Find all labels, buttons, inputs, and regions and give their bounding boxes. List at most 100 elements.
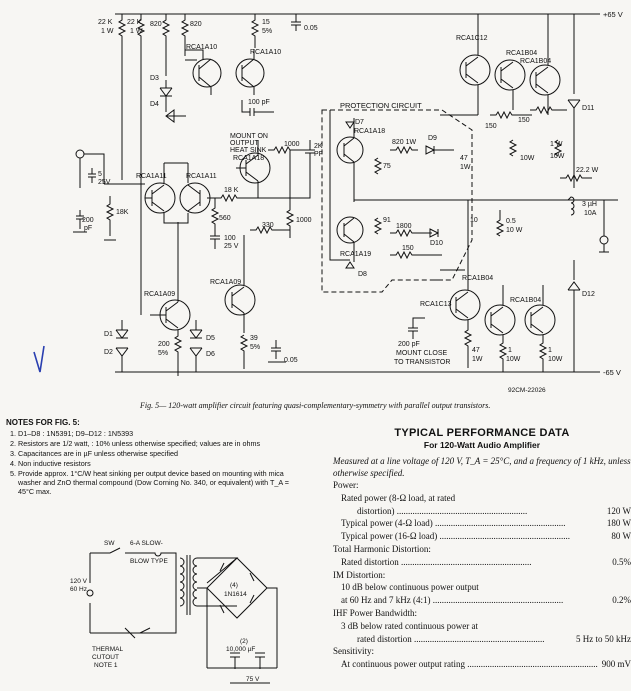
r47-b-label: 47 (472, 347, 480, 354)
q-b04-d-label: RCA1B04 (510, 297, 541, 304)
l3-label: 3 µH (582, 201, 597, 208)
performance-row-value: 0.5% (612, 556, 631, 567)
performance-title: TYPICAL PERFORMANCE DATA (394, 427, 570, 439)
c100-label: 100 (224, 235, 236, 242)
performance-row: Rated distortion0.5% (333, 556, 631, 569)
r1-c-label: 1 (548, 347, 552, 354)
figure-code: 92CM-22026 (508, 387, 546, 394)
performance-row: IHF Power Bandwidth: (333, 607, 631, 620)
amplifier-schematic: +65 V -65 V 22 K 1 W 22 K 1 W 820 820 15… (33, 10, 623, 394)
r10w-a-label: 10W (520, 155, 535, 162)
r820-b-label: 820 (190, 21, 202, 28)
r15-tol: 5% (262, 28, 272, 35)
performance-row-label: 3 dB below rated continuous power at (341, 620, 478, 631)
performance-row-label: Rated distortion (333, 556, 610, 569)
psu-switch-label: SW (104, 540, 115, 547)
q-prot1-label: RCA1A18 (354, 128, 385, 135)
performance-row-value: 120 W (606, 505, 631, 516)
c200-b-label: 200 pF (398, 341, 420, 348)
performance-row-label: rated distortion (333, 633, 574, 646)
r150-b-label: 150 (518, 117, 530, 124)
performance-row: rated distortion5 Hz to 50 kHz (333, 633, 631, 646)
performance-row-label: IM Distortion: (333, 569, 386, 580)
performance-row-value: 0.2% (612, 595, 631, 606)
d11-label: D11 (582, 105, 594, 112)
q-b04-c-label: RCA1B04 (462, 275, 493, 282)
notes-title: NOTES FOR FIG. 5: (6, 418, 80, 427)
performance-row-value: 900 mV (601, 659, 631, 670)
r22k-a-label: 22 K (98, 19, 113, 26)
q-prot2-label: RCA1A19 (340, 251, 371, 258)
notes-block: NOTES FOR FIG. 5: D1–D8 : 1N5391; D9–D12… (6, 418, 296, 497)
mount-close-label: MOUNT CLOSE (396, 350, 448, 357)
r1000-a-label: 1000 (284, 141, 300, 148)
c005-b-label: 0.05 (284, 357, 298, 364)
c100-volt: 25 V (224, 243, 239, 250)
performance-row-label: 10 dB below continuous power output (341, 582, 479, 593)
r91-label: 91 (383, 217, 391, 224)
r18k-a-label: 18K (116, 209, 129, 216)
r330-label: 330 (262, 222, 274, 229)
performance-row: Typical power (4-Ω load)180 W (333, 517, 631, 530)
r150-a-label: 150 (485, 123, 497, 130)
performance-row: At continuous power output rating900 mV (333, 658, 631, 671)
d5-label: D5 (206, 335, 215, 342)
q-a18-label: RCA1A18 (233, 155, 264, 162)
r47-watt: 1W (460, 164, 471, 171)
r22k-a-watt: 1 W (101, 28, 114, 35)
r200-tol: 5% (158, 350, 168, 357)
figure-caption: Fig. 5— 120-watt amplifier circuit featu… (140, 401, 491, 410)
performance-row: Total Harmonic Distortion: (333, 543, 631, 556)
psu-mains-label: 120 V (70, 578, 88, 585)
c2pf-label: 2K (314, 143, 323, 150)
notes-list: D1–D8 : 1N5391; D9–D12 : 1N5393 Resistor… (6, 429, 296, 496)
r1800-label: 1800 (396, 223, 412, 230)
q-c12-label: RCA1C12 (456, 35, 488, 42)
c200pf-label: 200 (82, 217, 94, 224)
c200pf-unit: pF (84, 225, 92, 232)
r22k-b-label: 22 K (127, 19, 142, 26)
d1-label: D1 (104, 331, 113, 338)
psu-fuse-label: 6-A SLOW- (130, 540, 163, 547)
r1-c-watt: 10W (548, 356, 563, 363)
q-a09b-label: RCA1A09 (210, 279, 241, 286)
performance-row: Sensitivity: (333, 645, 631, 658)
r05-watt: 10 W (506, 227, 523, 234)
d4-label: D4 (150, 101, 159, 108)
note-item: Capacitances are in µF unless otherwise … (18, 449, 296, 458)
c2pf-label-b: PF (314, 151, 323, 158)
performance-row-label: at 60 Hz and 7 kHz (4:1) (333, 594, 610, 607)
note-item: D1–D8 : 1N5391; D9–D12 : 1N5393 (18, 429, 296, 438)
l3-amp: 10A (584, 210, 597, 217)
d2-label: D2 (104, 349, 113, 356)
r47-label: 47 (460, 155, 468, 162)
r15-label: 15 (262, 19, 270, 26)
r22-label: 22.2 W (576, 167, 599, 174)
note-item: Resistors are 1/2 watt, : 10% unless oth… (18, 439, 296, 448)
performance-row: distortion)120 W (333, 505, 631, 518)
r560-label: 560 (219, 215, 231, 222)
note-item: Non inductive resistors (18, 459, 296, 468)
c005-top-label: 0.05 (304, 25, 318, 32)
r10w-b-label: 10W (550, 153, 565, 160)
r10-a-label: 10 (470, 217, 478, 224)
performance-row-label: Total Harmonic Distortion: (333, 543, 431, 554)
psu-bridge-label-2: 1N1614 (224, 591, 247, 598)
r1-b-watt: 10W (506, 356, 521, 363)
d12-label: D12 (582, 291, 595, 298)
performance-row-label: Power: (333, 480, 359, 490)
performance-row-value: 180 W (606, 518, 631, 529)
mount-label-2: OUTPUT (230, 140, 260, 147)
r39-tol: 5% (250, 344, 260, 351)
r150-p-label: 150 (402, 245, 414, 252)
performance-row-label: Typical power (4-Ω load) (333, 517, 605, 530)
r1-b-label: 1 (508, 347, 512, 354)
rail-minus-label: -65 V (603, 368, 621, 377)
psu-mains-label-2: 60 Hz (70, 586, 87, 593)
mount-label: MOUNT ON (230, 133, 268, 140)
r1000-b-label: 1000 (296, 217, 312, 224)
performance-row-value: 5 Hz to 50 kHz (576, 633, 631, 644)
performance-row: Power: (333, 479, 631, 492)
performance-data-panel: TYPICAL PERFORMANCE DATA For 120-Watt Au… (333, 427, 631, 671)
